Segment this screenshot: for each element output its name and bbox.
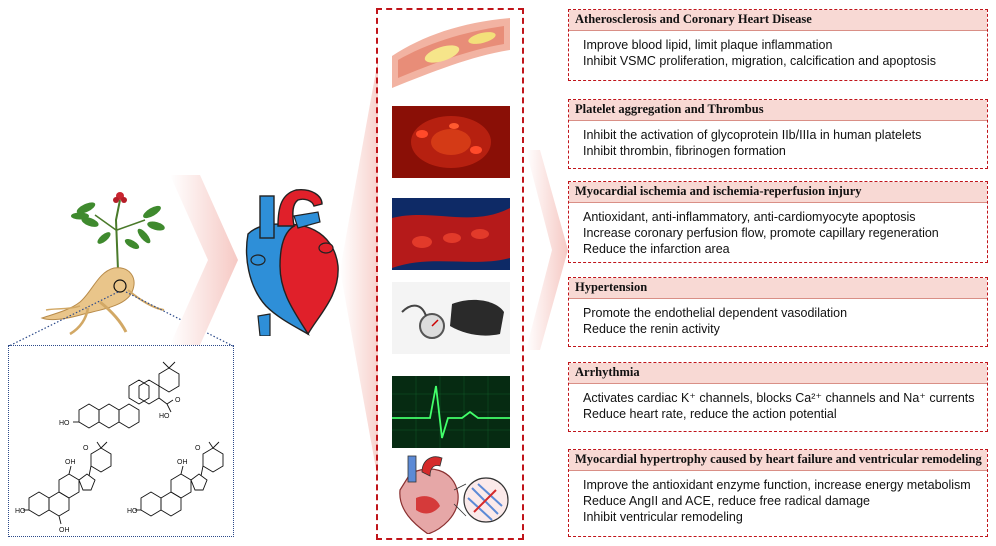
effect-line: Activates cardiac K⁺ channels, blocks Ca…	[583, 391, 975, 405]
heart-illustration	[245, 189, 339, 336]
zoom-connector-lines	[8, 291, 234, 347]
effect-card-title: Myocardial ischemia and ischemia-reperfu…	[569, 182, 987, 203]
blood-vessel-image	[392, 198, 510, 270]
heart-anatomy-image	[399, 455, 509, 534]
arrow-heart-to-images	[340, 60, 378, 480]
effect-line: Inhibit ventricular remodeling	[583, 510, 743, 524]
effect-card-title: Arrhythmia	[569, 363, 987, 384]
structure3-ring-o-label: O	[195, 445, 201, 452]
effect-card-title: Atherosclerosis and Coronary Heart Disea…	[569, 10, 987, 31]
effect-line: Reduce AngII and ACE, reduce free radica…	[583, 494, 870, 508]
effect-line: Inhibit the activation of glycoprotein I…	[583, 128, 922, 142]
effect-line: Inhibit VSMC proliferation, migration, c…	[583, 54, 936, 68]
ecg-trace-image	[392, 376, 510, 448]
structure2-ring-o-label: O	[83, 445, 89, 452]
effect-line: Improve blood lipid, limit plaque inflam…	[583, 38, 833, 52]
effect-card-ischemia: Myocardial ischemia and ischemia-reperfu…	[568, 181, 988, 263]
structure-panaxadiol: OH HO O	[127, 441, 224, 517]
effect-card-platelet: Platelet aggregation and Thrombus Inhibi…	[568, 99, 988, 169]
structure2-oh-bottom-label: OH	[59, 527, 70, 534]
effect-line: Reduce the renin activity	[583, 322, 720, 336]
effect-line: Reduce the infarction area	[583, 242, 730, 256]
arrow-plant-to-heart	[170, 175, 238, 345]
effect-card-hypertension: Hypertension Promote the endothelial dep…	[568, 277, 988, 347]
structure3-ho-left-label: HO	[127, 508, 138, 515]
effect-line: Promote the endothelial dependent vasodi…	[583, 306, 848, 320]
arrow-images-to-effects	[526, 150, 568, 350]
effect-card-atherosclerosis: Atherosclerosis and Coronary Heart Disea…	[568, 9, 988, 81]
effect-card-arrhythmia: Arrhythmia Activates cardiac K⁺ channels…	[568, 362, 988, 432]
structure1-acid-ho-label: HO	[159, 413, 170, 420]
ginseng-root-illustration	[40, 192, 165, 336]
effect-line: Improve the antioxidant enzyme function,…	[583, 478, 971, 492]
structure2-ho-left-label: HO	[15, 508, 26, 515]
effect-card-title: Myocardial hypertrophy caused by heart f…	[569, 450, 987, 471]
blood-cells-image	[392, 106, 510, 178]
structure-panaxatriol: OH HO OH O	[15, 441, 112, 534]
effect-line: Reduce heart rate, reduce the action pot…	[583, 407, 837, 421]
structure1-acid-o-label: O	[175, 397, 181, 404]
structure2-oh-top-label: OH	[65, 459, 76, 466]
effect-card-title: Hypertension	[569, 278, 987, 299]
chemical-structures-panel: HO HO O OH HO OH O	[8, 345, 234, 537]
effect-line: Antioxidant, anti-inflammatory, anti-car…	[583, 210, 916, 224]
effect-line: Inhibit thrombin, fibrinogen formation	[583, 144, 786, 158]
structure3-oh-top-label: OH	[177, 459, 188, 466]
effect-line: Increase coronary perfusion flow, promot…	[583, 226, 939, 240]
condition-images-column	[376, 8, 524, 540]
effect-card-title: Platelet aggregation and Thrombus	[569, 100, 987, 121]
artery-plaque-image	[392, 18, 510, 88]
structure1-ho-label: HO	[59, 420, 70, 427]
effect-card-hypertrophy: Myocardial hypertrophy caused by heart f…	[568, 449, 988, 537]
blood-pressure-monitor-image	[392, 282, 510, 354]
structure-oleanolic-acid: HO HO O	[59, 361, 181, 429]
